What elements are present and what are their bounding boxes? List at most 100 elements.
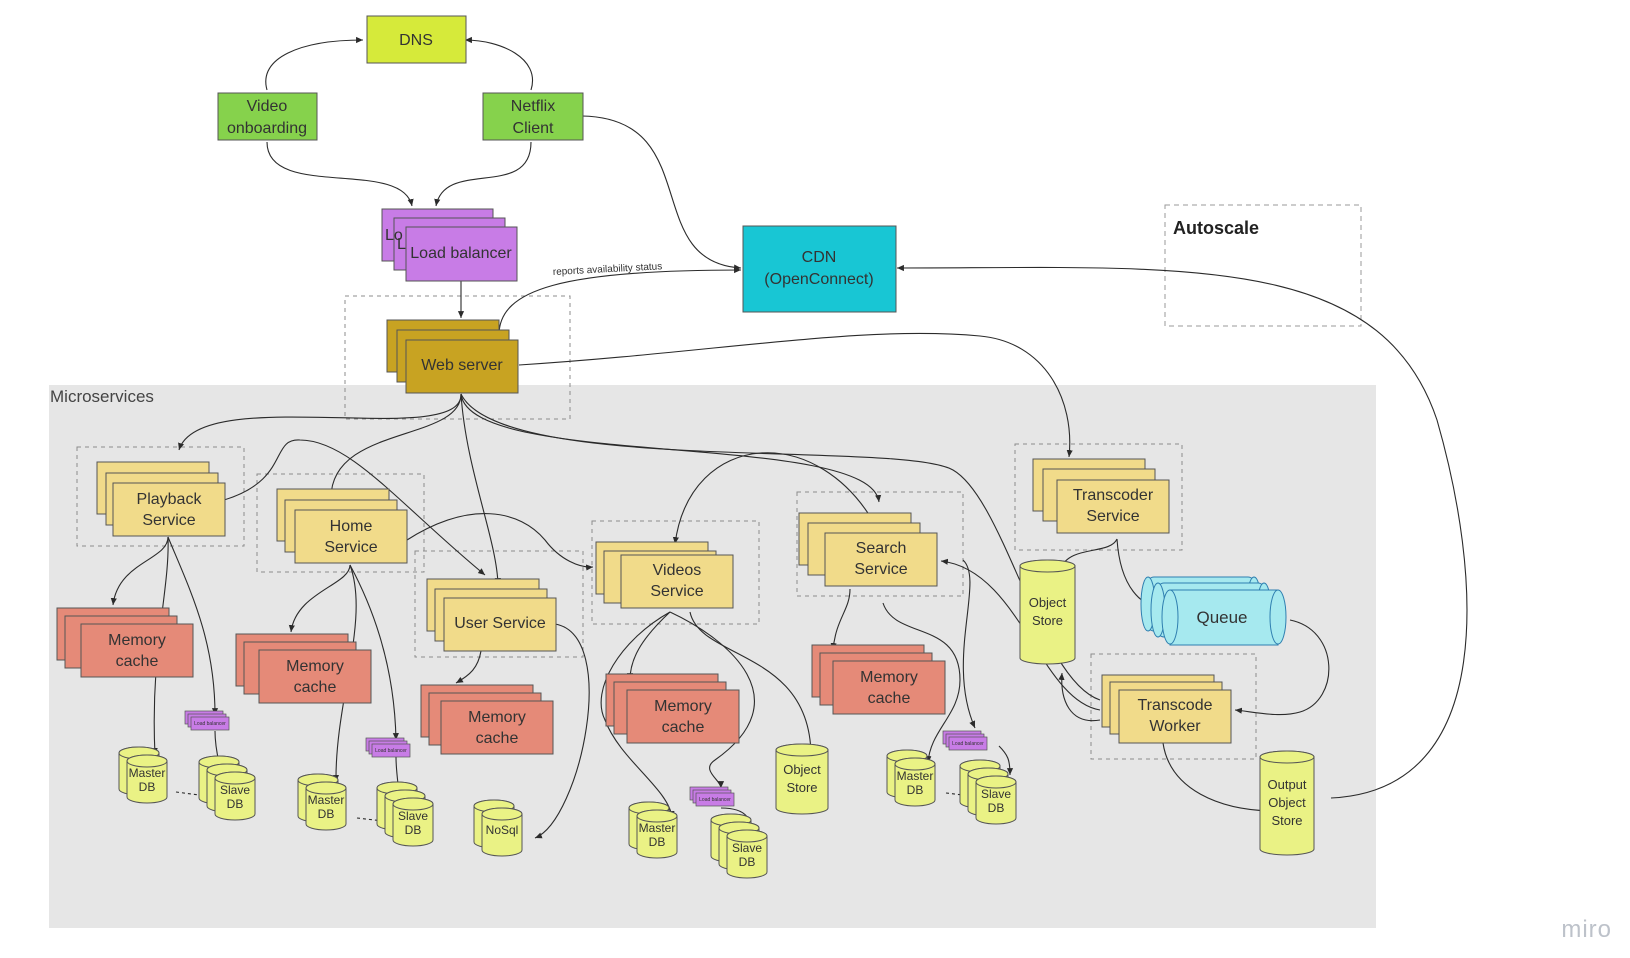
svg-text:Netflix: Netflix	[511, 98, 555, 115]
svg-text:Store: Store	[1271, 813, 1302, 828]
edge-onboarding-dns	[265, 36, 364, 91]
svg-text:Object: Object	[1268, 795, 1306, 810]
svg-text:Memory: Memory	[468, 709, 526, 726]
svg-text:Service: Service	[854, 561, 907, 578]
svg-text:Lo: Lo	[385, 227, 403, 244]
svg-text:Store: Store	[786, 780, 817, 795]
cdn-node[interactable]: CDN (OpenConnect)	[742, 225, 897, 313]
netflix-client-node[interactable]: Netflix Client	[482, 92, 584, 141]
svg-text:cache: cache	[116, 653, 159, 670]
svg-text:cache: cache	[294, 679, 337, 696]
svg-text:cache: cache	[662, 719, 705, 736]
search-service-stack[interactable]: Search Service	[798, 512, 938, 587]
home-service-stack[interactable]: Home Service	[276, 488, 408, 564]
svg-text:Transcoder: Transcoder	[1073, 487, 1154, 504]
svg-text:DB: DB	[405, 823, 422, 837]
videos-service-stack[interactable]: Videos Service	[595, 541, 734, 609]
svg-text:DB: DB	[988, 801, 1005, 815]
svg-text:Service: Service	[650, 583, 703, 600]
edge-home-videos	[406, 513, 594, 571]
edge-worker-objectstore	[1058, 672, 1101, 722]
svg-text:Store: Store	[1032, 613, 1063, 628]
memory-cache-playback[interactable]: Memory cache	[56, 607, 194, 678]
svg-text:Load balancer: Load balancer	[952, 741, 984, 747]
svg-text:Search: Search	[856, 540, 907, 557]
user-service-stack[interactable]: User Service	[426, 578, 557, 652]
svg-text:CDN: CDN	[802, 249, 837, 266]
group-boxes	[76, 295, 1257, 760]
svg-text:Memory: Memory	[108, 632, 166, 649]
memory-cache-videos[interactable]: Memory cache	[605, 673, 740, 744]
svg-text:Memory: Memory	[654, 698, 712, 715]
svg-text:DB: DB	[907, 783, 924, 797]
edge-user-cache	[455, 650, 482, 684]
autoscale-frame	[1164, 204, 1362, 327]
svg-text:Load balancer: Load balancer	[375, 748, 407, 754]
svg-text:Queue: Queue	[1196, 608, 1247, 627]
load-balancer-stack[interactable]: Lo Lo Load balancer	[381, 208, 518, 282]
queue-node[interactable]: Queue	[1140, 576, 1287, 646]
svg-text:Load balancer: Load balancer	[194, 721, 226, 727]
svg-text:Service: Service	[1086, 508, 1139, 525]
svg-text:Slave: Slave	[220, 783, 250, 797]
transcoder-service-stack[interactable]: Transcoder Service	[1032, 458, 1170, 534]
microservices-label: Microservices	[50, 387, 154, 406]
svg-text:DNS: DNS	[399, 32, 433, 49]
svg-text:DB: DB	[139, 780, 156, 794]
mini-lb-search[interactable]: Load balancer	[942, 730, 988, 751]
svg-text:Slave: Slave	[981, 787, 1011, 801]
edge-search-masterdb	[882, 602, 961, 764]
edge-onboarding-lb	[266, 141, 414, 207]
edge-videos-minilb	[669, 611, 755, 789]
svg-text:Slave: Slave	[732, 841, 762, 855]
edge-client-lb	[434, 141, 532, 207]
edge-user-nosql	[534, 623, 590, 839]
svg-text:Service: Service	[142, 512, 195, 529]
edge-playback-cache	[110, 536, 169, 606]
dns-node[interactable]: DNS	[366, 15, 467, 64]
autoscale-label: Autoscale	[1173, 218, 1260, 238]
nosql-db[interactable]: NoSql	[473, 799, 523, 857]
mini-lb-home[interactable]: Load balancer	[365, 737, 411, 758]
edge-playback-minilb	[167, 536, 219, 716]
edge-web-user	[460, 393, 501, 586]
svg-text:onboarding: onboarding	[227, 120, 307, 137]
svg-text:NoSql: NoSql	[486, 823, 519, 837]
video-onboarding-node[interactable]: Video onboarding	[217, 92, 318, 141]
memory-cache-search[interactable]: Memory cache	[811, 644, 946, 715]
memory-cache-user[interactable]: Memory cache	[420, 684, 554, 755]
web-server-stack[interactable]: Web server	[386, 319, 519, 394]
memory-cache-home[interactable]: Memory cache	[235, 633, 372, 704]
mini-lb-videos[interactable]: Load balancer	[689, 786, 735, 807]
svg-text:Client: Client	[513, 120, 554, 137]
edge-client-cdn	[581, 115, 742, 271]
svg-text:Slave: Slave	[398, 809, 428, 823]
svg-text:(OpenConnect): (OpenConnect)	[764, 271, 873, 288]
mini-lb-playback[interactable]: Load balancer	[184, 710, 230, 731]
svg-text:Web server: Web server	[421, 357, 503, 374]
playback-service-stack[interactable]: Playback Service	[96, 461, 226, 537]
svg-text:cache: cache	[476, 730, 519, 747]
edge-home-minilb	[349, 564, 399, 741]
svg-text:Object: Object	[783, 762, 821, 777]
transcode-worker-stack[interactable]: Transcode Worker	[1101, 674, 1232, 744]
svg-text:Master: Master	[129, 766, 166, 780]
svg-text:cache: cache	[868, 690, 911, 707]
svg-text:Home: Home	[330, 518, 373, 535]
svg-text:Master: Master	[639, 821, 676, 835]
svg-text:Service: Service	[324, 539, 377, 556]
